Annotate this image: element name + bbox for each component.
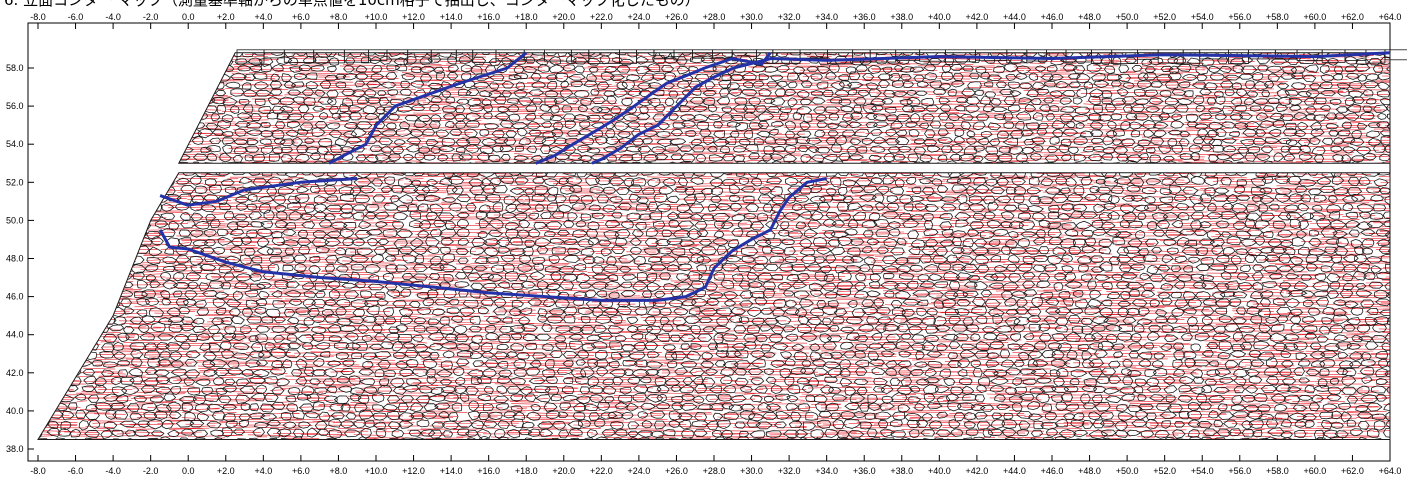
boundary-line (535, 51, 772, 165)
x-tick-label: +46.0 (1041, 12, 1064, 22)
x-tick-label: +58.0 (1266, 466, 1289, 476)
x-tick-label: +38.0 (890, 12, 913, 22)
x-tick-label: +10.0 (365, 12, 388, 22)
x-tick-label: +24.0 (627, 12, 650, 22)
x-tick-label: +38.0 (890, 466, 913, 476)
top-x-axis: -8.0 -6.0 -4.0 -2.0 0.0 +2.0 +4.0 +6.0 +8.0 +10.0… (30, 12, 1401, 29)
x-tick-label: +64.0 (1379, 466, 1402, 476)
x-tick-label: +50.0 (1116, 466, 1139, 476)
x-tick-label: +54.0 (1191, 12, 1214, 22)
x-tick-label: +6.0 (292, 12, 310, 22)
y-tick-label: 56.0 (6, 101, 24, 111)
x-tick-label: +52.0 (1153, 12, 1176, 22)
boundary-line (158, 177, 827, 302)
x-tick-label: +48.0 (1078, 466, 1101, 476)
x-tick-label: +56.0 (1228, 466, 1251, 476)
x-tick-label: +22.0 (590, 12, 613, 22)
y-tick-label: 50.0 (6, 215, 24, 225)
x-tick-label: -2.0 (143, 12, 159, 22)
page-title: 6. 立面コンター マップ（測量基準軸からの単点値を10cm格子で抽出し、コンタ… (4, 0, 700, 9)
boundary-line (591, 51, 1391, 165)
x-tick-label: +32.0 (778, 466, 801, 476)
x-tick-label: +40.0 (928, 466, 951, 476)
x-tick-label: +14.0 (440, 466, 463, 476)
x-tick-label: -4.0 (105, 466, 121, 476)
boundary-line (159, 177, 358, 207)
x-tick-label: +62.0 (1341, 466, 1364, 476)
x-tick-label: +42.0 (965, 12, 988, 22)
x-tick-label: +44.0 (1003, 12, 1026, 22)
x-tick-label: +20.0 (552, 12, 575, 22)
left-y-axis: 38.0 40.0 42.0 44.0 46.0 48.0 50.0 52.0 54.0 56.0… (6, 63, 34, 454)
x-tick-label: -2.0 (143, 466, 159, 476)
upper-wall-tier (177, 49, 1407, 164)
x-tick-label: +8.0 (330, 12, 348, 22)
boundary-line (328, 51, 528, 165)
y-tick-label: 38.0 (6, 444, 24, 454)
x-tick-label: -4.0 (105, 12, 121, 22)
x-tick-label: +20.0 (552, 466, 575, 476)
x-tick-label: +8.0 (330, 466, 348, 476)
x-tick-label: +50.0 (1116, 12, 1139, 22)
x-tick-label: +44.0 (1003, 466, 1026, 476)
y-tick-label: 44.0 (6, 330, 24, 340)
y-tick-label: 48.0 (6, 254, 24, 264)
x-tick-label: +24.0 (627, 466, 650, 476)
y-tick-label: 54.0 (6, 139, 24, 149)
x-tick-label: +34.0 (815, 12, 838, 22)
y-tick-label: 52.0 (6, 177, 24, 187)
x-tick-label: +62.0 (1341, 12, 1364, 22)
x-tick-label: +30.0 (740, 12, 763, 22)
y-tick-label: 40.0 (6, 406, 24, 416)
x-tick-label: +64.0 (1379, 12, 1402, 22)
x-tick-label: +6.0 (292, 466, 310, 476)
x-tick-label: +56.0 (1228, 12, 1251, 22)
x-tick-label: 0.0 (182, 12, 195, 22)
x-tick-label: +48.0 (1078, 12, 1101, 22)
x-tick-label: +14.0 (440, 12, 463, 22)
x-tick-label: +2.0 (217, 12, 235, 22)
x-tick-label: +10.0 (365, 466, 388, 476)
x-tick-label: +12.0 (402, 466, 425, 476)
y-tick-label: 58.0 (6, 63, 24, 73)
x-tick-label: +34.0 (815, 466, 838, 476)
x-tick-label: +60.0 (1303, 12, 1326, 22)
x-tick-label: +52.0 (1153, 466, 1176, 476)
x-tick-label: +32.0 (778, 12, 801, 22)
x-tick-label: +12.0 (402, 12, 425, 22)
x-tick-label: +28.0 (703, 12, 726, 22)
x-tick-label: 0.0 (182, 466, 195, 476)
x-tick-label: +42.0 (965, 466, 988, 476)
y-tick-label: 46.0 (6, 292, 24, 302)
x-tick-label: +26.0 (665, 12, 688, 22)
x-tick-label: -8.0 (30, 12, 46, 22)
x-tick-label: +36.0 (853, 12, 876, 22)
x-tick-label: +18.0 (515, 12, 538, 22)
x-tick-label: -8.0 (30, 466, 46, 476)
x-tick-label: +30.0 (740, 466, 763, 476)
x-tick-label: +28.0 (703, 466, 726, 476)
x-tick-label: +54.0 (1191, 466, 1214, 476)
x-tick-label: +16.0 (477, 466, 500, 476)
x-tick-label: +40.0 (928, 12, 951, 22)
x-tick-label: +4.0 (254, 12, 272, 22)
x-tick-label: -6.0 (68, 466, 84, 476)
x-tick-label: +36.0 (853, 466, 876, 476)
x-tick-label: +2.0 (217, 466, 235, 476)
lower-wall-tier (37, 172, 1391, 440)
x-tick-label: +22.0 (590, 466, 613, 476)
x-tick-label: +26.0 (665, 466, 688, 476)
y-tick-label: 42.0 (6, 368, 24, 378)
x-tick-label: +4.0 (254, 466, 272, 476)
bottom-x-axis: -8.0 -6.0 -4.0 -2.0 0.0 +2.0 +4.0 +6.0 +8.0 +10.0… (30, 455, 1401, 476)
x-tick-label: +16.0 (477, 12, 500, 22)
x-tick-label: +18.0 (515, 466, 538, 476)
x-tick-label: +60.0 (1303, 466, 1326, 476)
x-tick-label: +46.0 (1041, 466, 1064, 476)
x-tick-label: -6.0 (68, 12, 84, 22)
x-tick-label: +58.0 (1266, 12, 1289, 22)
boundary-lines (158, 51, 1391, 302)
